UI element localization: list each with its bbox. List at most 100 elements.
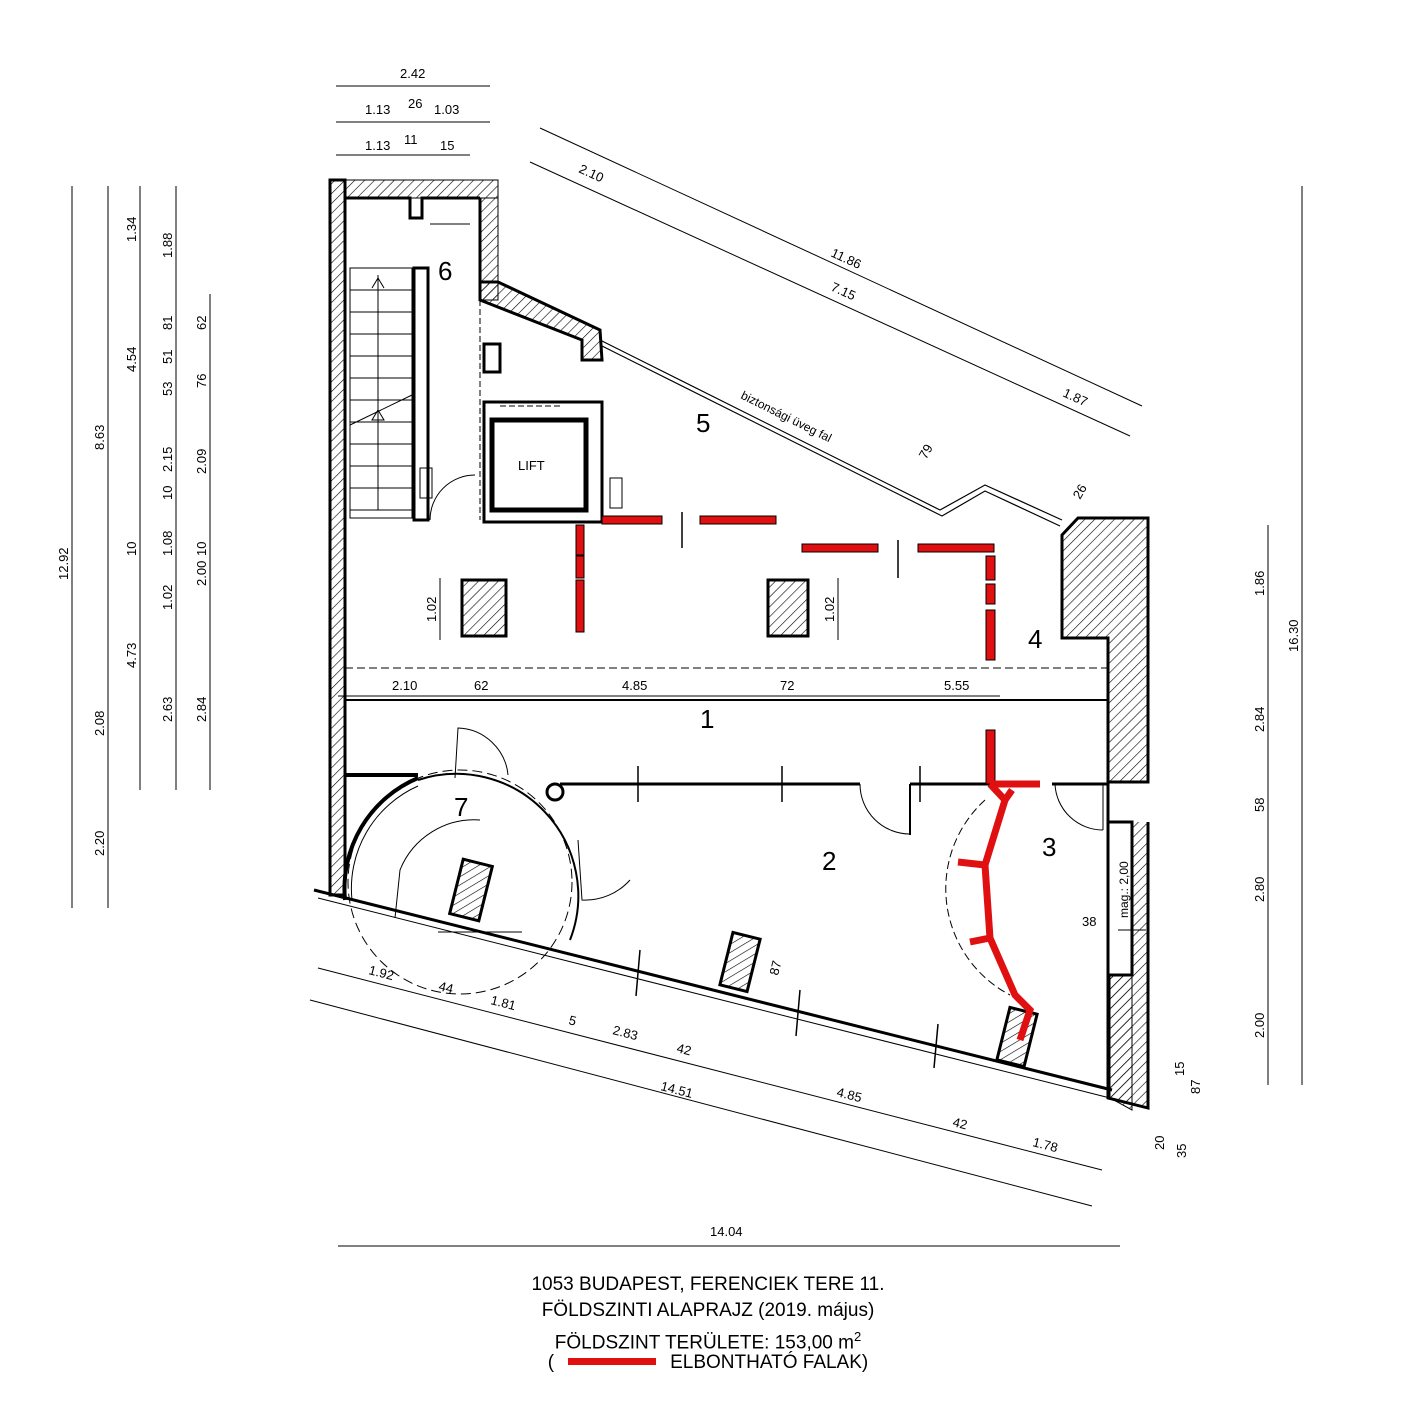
height-label: mag.: 2,00 (1117, 861, 1131, 918)
room-number-3: 3 (1042, 832, 1056, 862)
room-number-1: 1 (700, 704, 714, 734)
column (447, 857, 495, 923)
svg-text:26: 26 (408, 96, 422, 111)
column (766, 578, 810, 638)
svg-text:4.85: 4.85 (835, 1084, 863, 1105)
svg-text:62: 62 (194, 316, 209, 330)
caption-line-3: FÖLDSZINT TERÜLETE: 153,00 m2 (554, 1329, 862, 1354)
demolishable-curved-wall (957, 780, 1040, 1042)
svg-text:10: 10 (194, 542, 209, 556)
svg-text:53: 53 (160, 382, 175, 396)
svg-text:11: 11 (404, 132, 418, 147)
curved-partition (945, 799, 1011, 996)
svg-text:42: 42 (951, 1114, 969, 1132)
svg-text:1.86: 1.86 (1252, 571, 1267, 596)
svg-text:2.84: 2.84 (1252, 707, 1267, 732)
hatched-walls (328, 178, 1150, 1111)
svg-text:2.80: 2.80 (1252, 877, 1267, 902)
svg-text:35: 35 (1174, 1144, 1189, 1158)
svg-text:2.15: 2.15 (160, 447, 175, 472)
legend-open-paren: ( (547, 1352, 555, 1373)
svg-text:20: 20 (1152, 1136, 1167, 1150)
svg-text:1.02: 1.02 (822, 597, 837, 622)
legend: ( ELBONTHATÓ FALAK) (0, 1350, 1416, 1375)
svg-text:1.34: 1.34 (124, 217, 139, 242)
svg-text:2.83: 2.83 (611, 1022, 639, 1043)
svg-text:81: 81 (160, 316, 175, 330)
caption-line-2: FÖLDSZINTI ALAPRAJZ (2019. május) (541, 1300, 875, 1321)
svg-text:2.09: 2.09 (194, 449, 209, 474)
svg-text:2.00: 2.00 (194, 561, 209, 586)
room-number-2: 2 (822, 846, 836, 876)
svg-text:16.30: 16.30 (1286, 619, 1301, 652)
left-wall (328, 178, 347, 897)
svg-text:2.10: 2.10 (392, 678, 417, 693)
svg-text:14.51: 14.51 (659, 1078, 694, 1101)
svg-text:72: 72 (780, 678, 794, 693)
svg-text:2.20: 2.20 (92, 831, 107, 856)
svg-text:26: 26 (1070, 481, 1090, 501)
staircase (349, 266, 430, 522)
ticks (635, 512, 939, 1069)
glass-wall (599, 339, 1063, 527)
svg-text:8.63: 8.63 (92, 425, 107, 450)
svg-text:5.55: 5.55 (944, 678, 969, 693)
room-number-5: 5 (696, 408, 710, 438)
svg-text:1.78: 1.78 (1031, 1134, 1059, 1155)
lift-core (419, 223, 623, 524)
svg-text:2.08: 2.08 (92, 711, 107, 736)
room-numbers: 1 2 3 4 5 6 7 (438, 256, 1056, 876)
svg-text:87: 87 (1188, 1080, 1203, 1094)
demolishable-walls (575, 515, 996, 785)
svg-text:14.04: 14.04 (710, 1224, 743, 1239)
room-number-4: 4 (1028, 624, 1042, 654)
svg-text:1.02: 1.02 (424, 597, 439, 622)
svg-text:15: 15 (440, 138, 454, 153)
svg-text:2.10: 2.10 (577, 161, 606, 185)
walls (313, 196, 1113, 1099)
legend-red-swatch (568, 1357, 657, 1365)
top-left-wall (344, 179, 499, 199)
legend-text: ELBONTHATÓ FALAK) (670, 1352, 869, 1373)
svg-text:1.88: 1.88 (160, 233, 175, 258)
svg-text:51: 51 (160, 350, 175, 364)
svg-text:62: 62 (474, 678, 488, 693)
round-room (342, 727, 631, 995)
svg-text:15: 15 (1172, 1062, 1187, 1076)
svg-text:1.02: 1.02 (160, 585, 175, 610)
svg-text:79: 79 (916, 441, 936, 461)
right-upper-wall (1060, 516, 1150, 784)
svg-text:7.15: 7.15 (829, 279, 858, 303)
doors (859, 783, 1104, 835)
room-number-6: 6 (438, 256, 452, 286)
svg-text:11.86: 11.86 (829, 245, 864, 272)
svg-text:1.87: 1.87 (1061, 385, 1090, 409)
svg-text:2.84: 2.84 (194, 697, 209, 722)
svg-text:4.73: 4.73 (124, 643, 139, 668)
svg-text:4.54: 4.54 (124, 347, 139, 372)
caption-line-1: 1053 BUDAPEST, FERENCIEK TERE 11. (531, 1274, 885, 1295)
lift-label: LIFT (518, 458, 545, 473)
svg-text:2.63: 2.63 (160, 697, 175, 722)
svg-text:1.92: 1.92 (367, 962, 395, 983)
dimension-lines (71, 85, 1303, 1247)
svg-text:10: 10 (160, 486, 175, 500)
svg-text:12.92: 12.92 (56, 547, 71, 580)
columns (447, 578, 1039, 1069)
svg-text:5: 5 (567, 1012, 578, 1028)
svg-text:87: 87 (766, 959, 784, 977)
top-diag-wall (478, 280, 604, 362)
svg-text:38: 38 (1082, 914, 1096, 929)
svg-text:10: 10 (124, 542, 139, 556)
right-lower-wall-solid (1109, 974, 1133, 1111)
svg-text:58: 58 (1252, 798, 1267, 812)
svg-text:1.08: 1.08 (160, 531, 175, 556)
room-number-7: 7 (454, 792, 468, 822)
svg-text:2.00: 2.00 (1252, 1013, 1267, 1038)
column (718, 930, 762, 994)
column (460, 578, 508, 638)
svg-text:1.13: 1.13 (365, 102, 390, 117)
svg-text:76: 76 (194, 374, 209, 388)
svg-text:44: 44 (437, 978, 455, 996)
